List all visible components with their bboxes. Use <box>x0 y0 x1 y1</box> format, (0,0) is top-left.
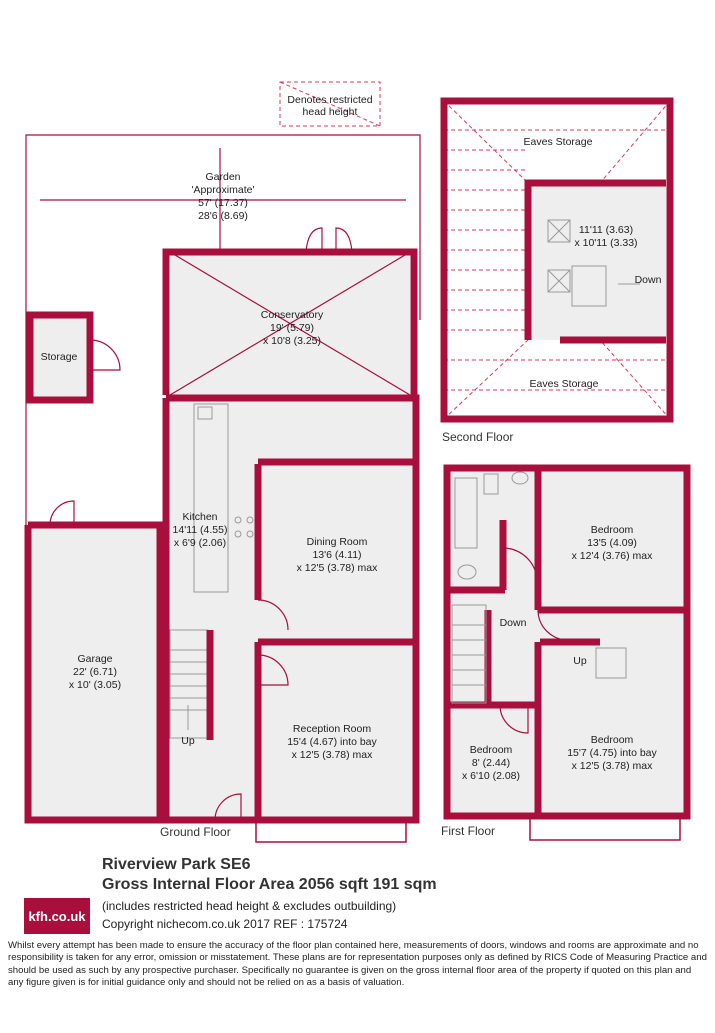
loft-dim-1: 11'11 (3.63) <box>579 224 633 236</box>
second-floor-outer-walls <box>440 97 674 423</box>
eaves-storage-bottom-label: Eaves Storage <box>530 378 599 390</box>
conservatory-label: Conservatory <box>261 309 324 321</box>
garden-length: 57' (17.37) <box>198 197 248 209</box>
garage-dim-1: 22' (6.71) <box>73 666 117 678</box>
first-stairs-down-label: Down <box>500 617 527 629</box>
reception-room-dim-1: 15'4 (4.67) into bay <box>287 736 377 748</box>
garden-width: 28'6 (8.69) <box>198 210 248 222</box>
eaves-storage-top-label: Eaves Storage <box>524 136 593 148</box>
dining-room-label: Dining Room <box>307 536 368 548</box>
legend-line-2: head height <box>303 106 358 118</box>
bedroom-3-dim-1: 8' (2.44) <box>472 757 510 769</box>
second-floor-label: Second Floor <box>442 430 513 444</box>
storage-label: Storage <box>41 351 78 363</box>
first-floor: Bedroom 13'5 (4.09) x 12'4 (3.76) max Do… <box>441 464 691 841</box>
bedroom-2-label: Bedroom <box>591 734 634 746</box>
conservatory-dim-2: x 10'8 (3.25) <box>263 335 321 347</box>
disclaimer: Whilst every attempt has been made to en… <box>8 940 707 989</box>
conservatory-walls <box>162 248 418 395</box>
house-floor <box>166 399 416 819</box>
ground-floor: Garden 'Approximate' 57' (17.37) 28'6 (8… <box>24 134 421 843</box>
storage-walls <box>26 311 94 404</box>
property-address: Riverview Park SE6 <box>102 856 251 873</box>
loft-room-floor <box>528 183 666 340</box>
garden-approx: 'Approximate' <box>192 184 255 196</box>
kitchen-dim-2: x 6'9 (2.06) <box>174 537 226 549</box>
gross-floor-area: Gross Internal Floor Area 2056 sqft 191 … <box>102 876 437 893</box>
bedroom-1-dim-1: 13'5 (4.09) <box>587 537 637 549</box>
second-floor: Eaves Storage 11'11 (3.63) x 10'11 (3.33… <box>440 97 674 444</box>
bedroom-3-label: Bedroom <box>470 744 513 756</box>
garden-boundary <box>25 134 421 525</box>
ground-floor-label: Ground Floor <box>160 825 231 839</box>
copyright: Copyright nichecom.co.uk 2017 REF : 1757… <box>102 917 348 931</box>
conservatory-dim-1: 19' (5.79) <box>270 322 314 334</box>
garage-dim-2: x 10' (3.05) <box>69 679 121 691</box>
garden-label: Garden <box>205 171 240 183</box>
bedroom-3-dim-2: x 6'10 (2.08) <box>462 770 520 782</box>
kfh-logo: kfh.co.uk <box>24 898 90 934</box>
bedroom-2-dim-2: x 12'5 (3.78) max <box>572 760 654 772</box>
loft-stairs-down-label: Down <box>635 274 662 286</box>
ground-stairs-up-label: Up <box>181 735 195 747</box>
garage-label: Garage <box>77 653 112 665</box>
bedroom-1-dim-2: x 12'4 (3.76) max <box>572 550 654 562</box>
loft-dim-2: x 10'11 (3.33) <box>574 237 637 249</box>
conservatory-doors <box>305 227 353 253</box>
dining-room-dim-1: 13'6 (4.11) <box>312 549 361 561</box>
legend-line-1: Denotes restricted <box>287 94 372 106</box>
kitchen-dim-1: 14'11 (4.55) <box>173 524 228 536</box>
restricted-head-height-legend: Denotes restricted head height <box>279 81 381 127</box>
garage-walls <box>24 521 164 824</box>
kitchen-label: Kitchen <box>182 511 217 523</box>
dining-room-dim-2: x 12'5 (3.78) max <box>297 562 379 574</box>
bedroom-1-label: Bedroom <box>591 524 634 536</box>
first-stairs-up-label: Up <box>573 655 587 667</box>
bedroom-2-dim-1: 15'7 (4.75) into bay <box>567 747 657 759</box>
first-floor-label: First Floor <box>441 824 495 838</box>
area-note: (includes restricted head height & exclu… <box>102 899 397 913</box>
reception-room-dim-2: x 12'5 (3.78) max <box>292 749 374 761</box>
reception-room-label: Reception Room <box>293 723 371 735</box>
garage-floor <box>28 528 160 818</box>
